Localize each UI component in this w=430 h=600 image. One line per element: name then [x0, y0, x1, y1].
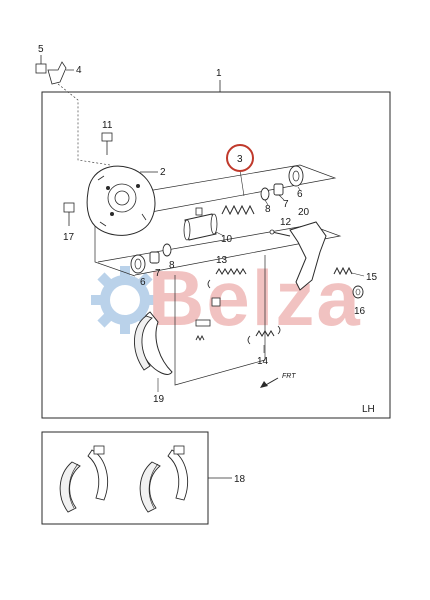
callout-7-upper: 7 — [283, 199, 289, 210]
highlight-circle — [226, 144, 254, 172]
mounting-bolt — [63, 202, 75, 226]
wheel-cylinder — [183, 207, 218, 241]
adjuster-pin — [269, 229, 291, 237]
watermark: Belza — [91, 254, 362, 342]
callout-17: 17 — [63, 232, 75, 243]
callout-19: 19 — [153, 394, 165, 405]
tray-upper — [94, 164, 337, 216]
tray-springs — [174, 255, 266, 386]
callout-4: 4 — [76, 65, 82, 76]
callout-2: 2 — [160, 167, 166, 178]
lower-return-spring — [247, 325, 281, 345]
callout-14: 14 — [257, 356, 269, 367]
callout-5: 5 — [38, 44, 44, 55]
watermark-text: Belza — [148, 254, 362, 342]
brake-hose-bracket — [47, 61, 67, 85]
bleeder-screw — [35, 55, 47, 74]
piston-cup-left — [162, 243, 172, 257]
callout-13: 13 — [216, 255, 228, 266]
direction-label: FRT — [282, 373, 296, 380]
callout-10: 10 — [221, 234, 233, 245]
wheel-cylinder-spring — [221, 204, 255, 216]
callout-7-lower: 7 — [155, 268, 161, 279]
front-arrow-icon — [260, 377, 279, 388]
callout-12: 12 — [280, 217, 292, 228]
piston-right — [273, 183, 284, 196]
piston-left — [149, 251, 160, 264]
dust-boot-left — [130, 254, 146, 274]
callout-16: 16 — [354, 306, 366, 317]
spring-cup — [352, 285, 364, 299]
parking-lever — [289, 221, 327, 291]
callout-15: 15 — [366, 272, 378, 283]
callout-11: 11 — [102, 120, 113, 131]
side-label: LH — [362, 404, 375, 415]
piston-cup-right — [260, 187, 270, 201]
shoe-kit — [59, 445, 188, 513]
callout-6-lower: 6 — [140, 277, 146, 288]
callout-18: 18 — [234, 474, 246, 485]
adjuster-assembly — [195, 297, 221, 342]
callout-1: 1 — [216, 68, 222, 79]
callout-3: 3 — [237, 154, 243, 165]
tray-lower — [97, 224, 342, 276]
backing-plate-bolt — [101, 132, 113, 155]
return-spring — [207, 268, 247, 289]
backing-plate — [86, 165, 156, 236]
callout-6-upper: 6 — [297, 189, 303, 200]
callout-8-upper: 8 — [265, 204, 271, 215]
dust-boot-right — [288, 165, 304, 187]
assembly-frame — [41, 91, 391, 419]
hold-down-spring — [333, 266, 353, 276]
gear-icon — [91, 266, 159, 334]
callout-20: 20 — [298, 207, 310, 218]
brake-shoe — [134, 311, 173, 375]
callout-8-lower: 8 — [169, 260, 175, 271]
